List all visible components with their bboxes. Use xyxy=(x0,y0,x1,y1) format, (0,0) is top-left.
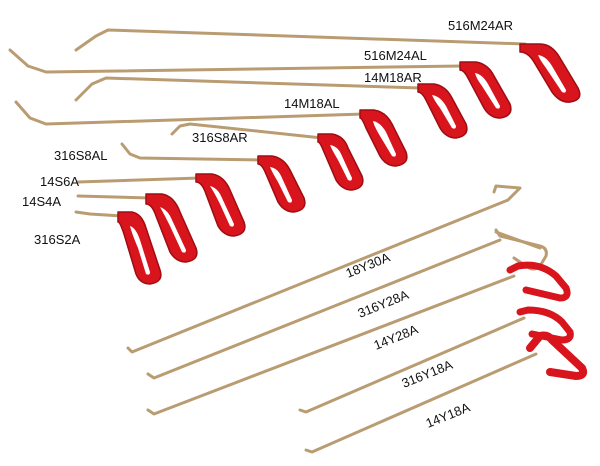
label-14M18AR: 14M18AR xyxy=(364,70,422,85)
rod-14S4A xyxy=(76,193,198,263)
rod-14Y18A xyxy=(304,331,588,454)
label-14Y28A: 14Y28A xyxy=(372,321,421,352)
rod-14Y28A xyxy=(146,261,571,416)
rod-14M18AL xyxy=(14,100,408,167)
label-316Y28A: 316Y28A xyxy=(356,287,412,321)
rod-516M24AL xyxy=(8,48,512,119)
label-516M24AR: 516M24AR xyxy=(448,18,513,33)
label-14Y18A: 14Y18A xyxy=(424,399,473,430)
label-18Y30A: 18Y30A xyxy=(344,249,393,280)
rod-316S8AL xyxy=(120,142,306,213)
label-516M24AL: 516M24AL xyxy=(364,48,427,63)
rod-14M18AR xyxy=(74,76,468,139)
label-14S4A: 14S4A xyxy=(22,194,61,209)
label-316S8AR: 316S8AR xyxy=(192,130,248,145)
label-316S8AL: 316S8AL xyxy=(54,148,108,163)
rod-516M24AR xyxy=(74,28,581,103)
label-316Y18A: 316Y18A xyxy=(400,357,456,391)
label-14M18AL: 14M18AL xyxy=(284,96,340,111)
rod-316Y18A xyxy=(298,306,574,414)
rod-18Y30A xyxy=(126,184,522,354)
rod-316S2A xyxy=(74,210,162,285)
rod-316S8AR xyxy=(170,122,364,191)
label-14S6A: 14S6A xyxy=(40,174,79,189)
rod-316Y28A xyxy=(146,228,548,380)
label-316S2A: 316S2A xyxy=(34,232,81,247)
rod-14S6A xyxy=(76,173,246,237)
